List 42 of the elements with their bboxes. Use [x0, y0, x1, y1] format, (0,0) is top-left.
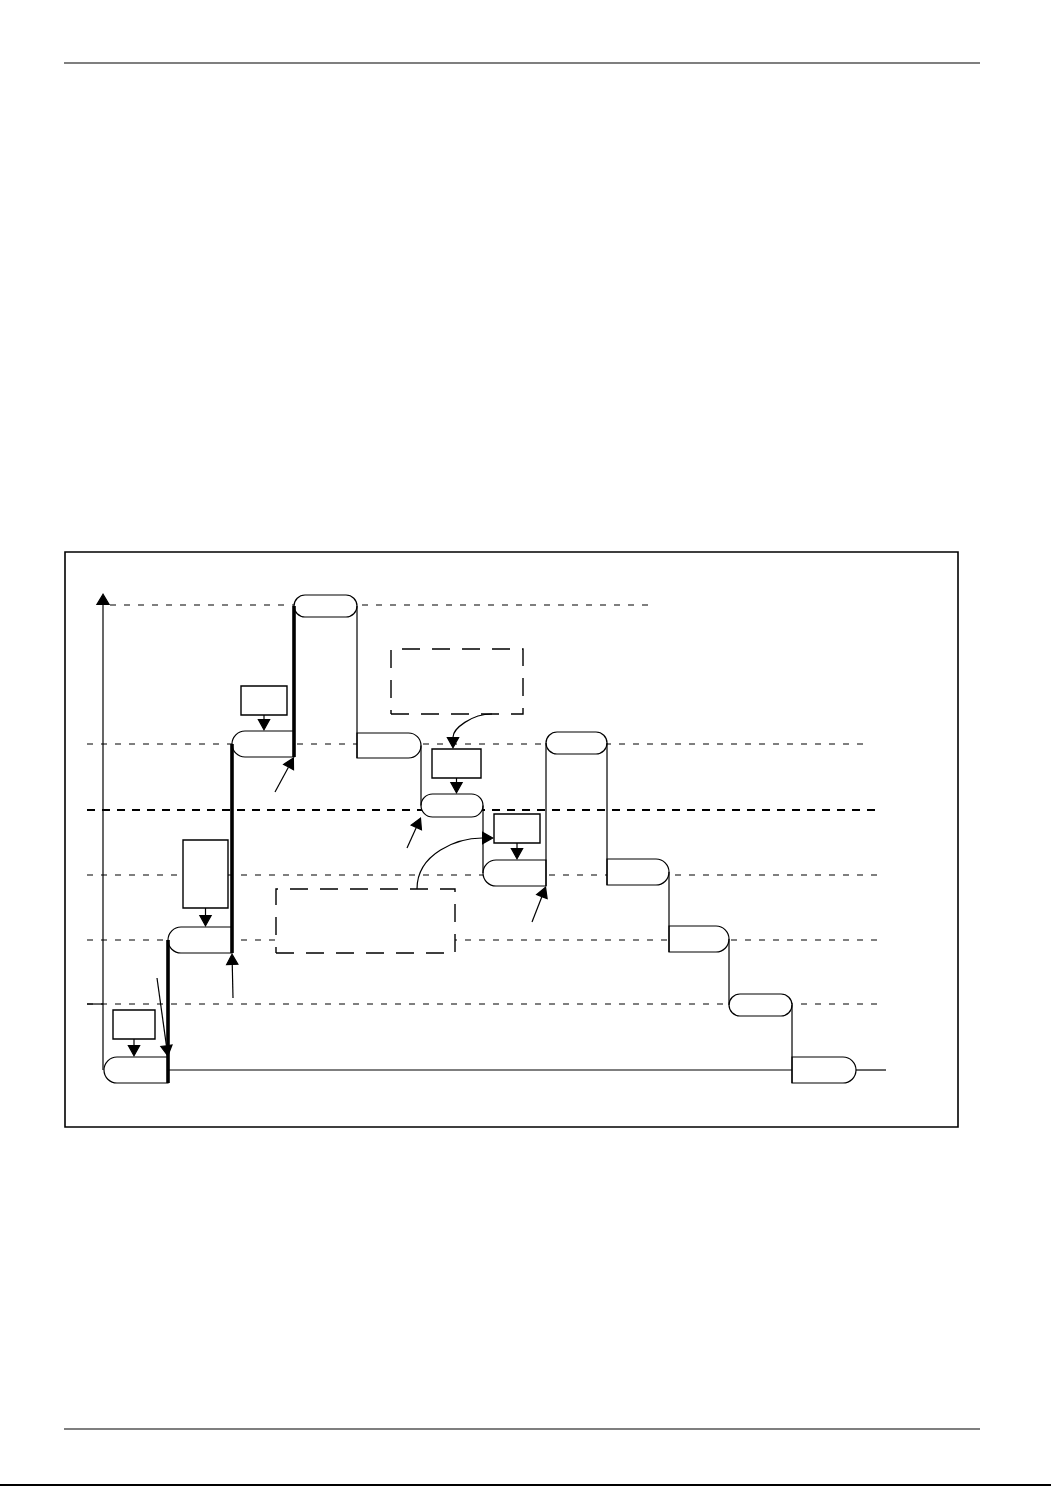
- rounded-bar: [167, 926, 233, 954]
- timeline-line: [167, 1069, 793, 1071]
- arrow: [510, 842, 524, 860]
- rounded-bar: [231, 730, 295, 758]
- rounded-bar: [420, 793, 484, 818]
- rounded-bar: [103, 1056, 169, 1084]
- rounded-bar: [606, 858, 670, 886]
- box: [112, 1009, 156, 1040]
- dashed-box: [390, 648, 524, 715]
- pointer-arrow: [225, 953, 239, 999]
- arrow: [127, 1038, 141, 1057]
- timeline-line: [166, 940, 170, 1083]
- timeline-line: [668, 871, 670, 953]
- timeline-line: [791, 1004, 793, 1084]
- timeline-line: [606, 742, 608, 886]
- rounded-bar: [791, 1056, 857, 1084]
- pointer-arrow: [274, 757, 295, 793]
- rounded-bar: [293, 594, 358, 618]
- pointer-arrow: [531, 886, 548, 923]
- box: [493, 813, 541, 844]
- box: [431, 748, 482, 779]
- rounded-bar: [482, 859, 547, 887]
- timeline-line: [482, 804, 484, 874]
- timeline-line: [230, 744, 234, 953]
- rounded-bar: [728, 993, 793, 1017]
- timeline-line: [855, 1069, 887, 1071]
- rounded-bar: [545, 731, 608, 755]
- dashed-box: [275, 888, 456, 954]
- curved-arrow: [416, 831, 494, 890]
- pointer-arrow: [406, 817, 423, 849]
- rounded-bar: [356, 732, 422, 759]
- timeline-line: [420, 744, 422, 807]
- arrow: [257, 714, 271, 731]
- timeline-line: [728, 938, 730, 1006]
- rounded-bar: [668, 925, 730, 953]
- pointer-arrow: [156, 977, 173, 1057]
- timeline-line: [356, 605, 358, 759]
- curved-arrow: [446, 713, 493, 749]
- timeline-line: [545, 742, 547, 887]
- box: [240, 685, 288, 716]
- timeline-line: [292, 606, 296, 757]
- box: [182, 839, 229, 909]
